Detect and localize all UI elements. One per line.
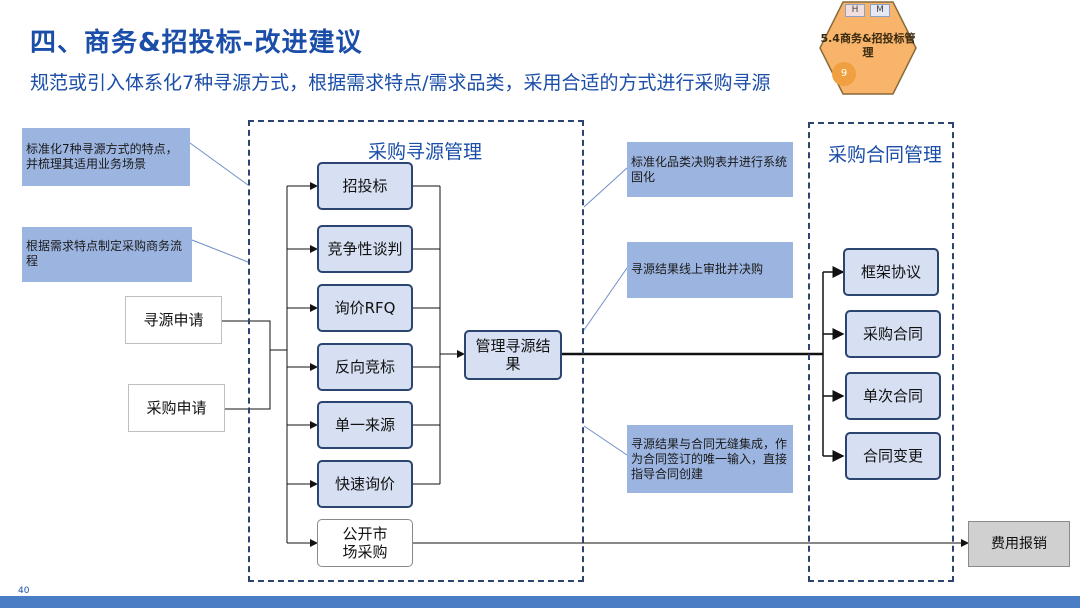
page-title: 四、商务&招投标-改进建议 [30, 28, 363, 58]
number-badge: 9 [832, 62, 856, 86]
note-contract-integration: 寻源结果与合同无缝集成，作为合同签订的唯一输入，直接指导合同创建 [627, 425, 793, 493]
m-tag: M [870, 4, 890, 17]
method-reverse-auction: 反向竞标 [317, 343, 413, 391]
contract-purchase: 采购合同 [845, 310, 941, 358]
purchase-request-box: 采购申请 [128, 384, 225, 432]
sourcing-group-box [248, 120, 584, 582]
method-rfq: 询价RFQ [317, 284, 413, 332]
note-category-table: 标准化品类决购表并进行系统固化 [627, 142, 793, 197]
sourcing-group-title: 采购寻源管理 [368, 141, 483, 163]
page-number: 40 [18, 586, 30, 596]
method-bidding: 招投标 [317, 162, 413, 210]
method-single-source: 单一来源 [317, 401, 413, 449]
method-public-market: 公开市场采购 [317, 519, 413, 567]
bottom-bar [0, 596, 1080, 608]
method-quick-inquiry: 快速询价 [317, 460, 413, 508]
note-online-approval: 寻源结果线上审批并决购 [627, 242, 793, 298]
contract-single: 单次合同 [845, 372, 941, 420]
contract-group-title: 采购合同管理 [828, 144, 943, 166]
note-business-process: 根据需求特点制定采购商务流程 [22, 227, 192, 282]
h-tag: H [845, 4, 865, 17]
manage-sourcing-result: 管理寻源结果 [464, 330, 562, 380]
contract-framework: 框架协议 [843, 248, 939, 296]
sourcing-request-box: 寻源申请 [125, 296, 222, 344]
hexagon-label: 5.4商务&招投标管理 [820, 32, 916, 59]
expense-reimbursement: 费用报销 [968, 521, 1070, 567]
contract-group-box [808, 122, 954, 582]
page-subtitle: 规范或引入体系化7种寻源方式，根据需求特点/需求品类，采用合适的方式进行采购寻源 [30, 72, 771, 94]
note-standardize-methods: 标准化7种寻源方式的特点，并梳理其适用业务场景 [22, 128, 190, 186]
contract-change: 合同变更 [845, 432, 941, 480]
method-negotiation: 竞争性谈判 [317, 225, 413, 273]
